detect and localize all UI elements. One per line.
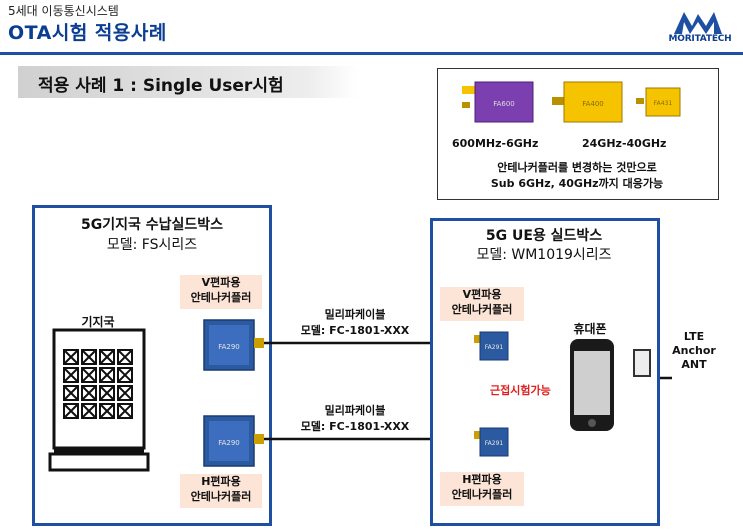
antenna-cross: [117, 403, 133, 419]
range-high: 24GHz-40GHz: [582, 137, 667, 150]
bs-h-coupler: FA290: [203, 415, 264, 467]
lte-line3: ANT: [681, 358, 707, 371]
coupler-inset-graphics: FA600 FA400 FA431: [462, 81, 681, 123]
antenna-cross: [99, 367, 115, 383]
ue-box-model: 모델: WM1019시리즈: [476, 247, 612, 263]
antenna-cross: [117, 349, 133, 365]
bs-v-coupler-label: V편파용 안테나커플러: [180, 275, 262, 309]
ue-box-title: 5G UE용 실드박스: [485, 228, 603, 244]
antenna-cross: [81, 403, 97, 419]
bs-h-coupler-model: FA290: [218, 439, 240, 447]
bs-box-title: 5G기지국 수납실드박스: [80, 217, 224, 233]
coupler-fa600: [474, 81, 534, 123]
bs-v-coupler: FA290: [203, 319, 264, 371]
antenna-cross: [117, 385, 133, 401]
antenna-cross: [63, 349, 79, 365]
logo-text: MORITATECH: [668, 34, 732, 44]
inset-note: 안테나커플러를 변경하는 것만으로 Sub 6GHz, 40GHz까지 대응가능: [440, 160, 714, 192]
near-test-label: 근접시험가능: [490, 384, 551, 397]
cable-bottom-model: 모델: FC-1801-XXX: [300, 420, 410, 433]
antenna-cross: [99, 349, 115, 365]
bs-v-coupler-model: FA290: [218, 343, 240, 351]
ue-h-coupler-model: FA291: [485, 440, 504, 447]
phone-icon: [570, 339, 614, 431]
coupler-fa400: [563, 81, 623, 123]
header-divider: [0, 52, 743, 55]
range-low: 600MHz-6GHz: [452, 137, 539, 150]
ue-v-coupler-label: V편파용 안테나커플러: [440, 287, 524, 321]
base-station-icon: [48, 328, 150, 472]
bs-h-coupler-label: H편파용 안테나커플러: [180, 474, 262, 508]
lte-antenna-icon: [633, 349, 651, 377]
ue-v-coupler: FA291: [474, 331, 509, 361]
inset-note-line1: 안테나커플러를 변경하는 것만으로: [497, 161, 657, 174]
base-station-label: 기지국: [81, 315, 115, 329]
ue-h-coupler-label: H편파용 안테나커플러: [440, 472, 524, 506]
antenna-cross: [99, 403, 115, 419]
section-title: 적용 사례 1 : Single User시험: [38, 76, 284, 96]
cable-top-model: 모델: FC-1801-XXX: [300, 324, 410, 337]
cable-top-label: 밀리파케이블 모델: FC-1801-XXX: [285, 307, 425, 339]
cable-top-name: 밀리파케이블: [324, 308, 386, 321]
lte-line1: LTE: [683, 330, 705, 343]
header-subtitle: 5세대 이동통신시스템: [8, 4, 119, 18]
antenna-cross: [81, 367, 97, 383]
antenna-grid: [63, 349, 133, 419]
logo-icon: [660, 6, 736, 46]
page-title: OTA시험 적용사례: [8, 22, 167, 44]
lte-anchor-label: LTE Anchor ANT: [666, 330, 722, 372]
antenna-cross: [81, 385, 97, 401]
antenna-cross: [99, 385, 115, 401]
inset-note-line2: Sub 6GHz, 40GHz까지 대응가능: [490, 177, 664, 190]
antenna-cross: [81, 349, 97, 365]
cable-bottom-label: 밀리파케이블 모델: FC-1801-XXX: [285, 403, 425, 435]
coupler-fa600-label: FA600: [493, 100, 515, 108]
coupler-fa400-label: FA400: [582, 100, 604, 108]
bs-box-model: 모델: FS시리즈: [106, 237, 198, 253]
coupler-fa431: [645, 87, 681, 117]
cable-bottom-name: 밀리파케이블: [324, 404, 386, 417]
coupler-fa431-label: FA431: [654, 100, 673, 107]
antenna-cross: [63, 403, 79, 419]
section-band: [18, 66, 358, 98]
phone-label: 휴대폰: [573, 322, 607, 336]
antenna-cross: [117, 367, 133, 383]
ue-h-coupler: FA291: [474, 427, 509, 457]
antenna-cross: [63, 367, 79, 383]
antenna-cross: [63, 385, 79, 401]
lte-line2: Anchor: [672, 344, 716, 357]
ue-v-coupler-model: FA291: [485, 344, 504, 351]
